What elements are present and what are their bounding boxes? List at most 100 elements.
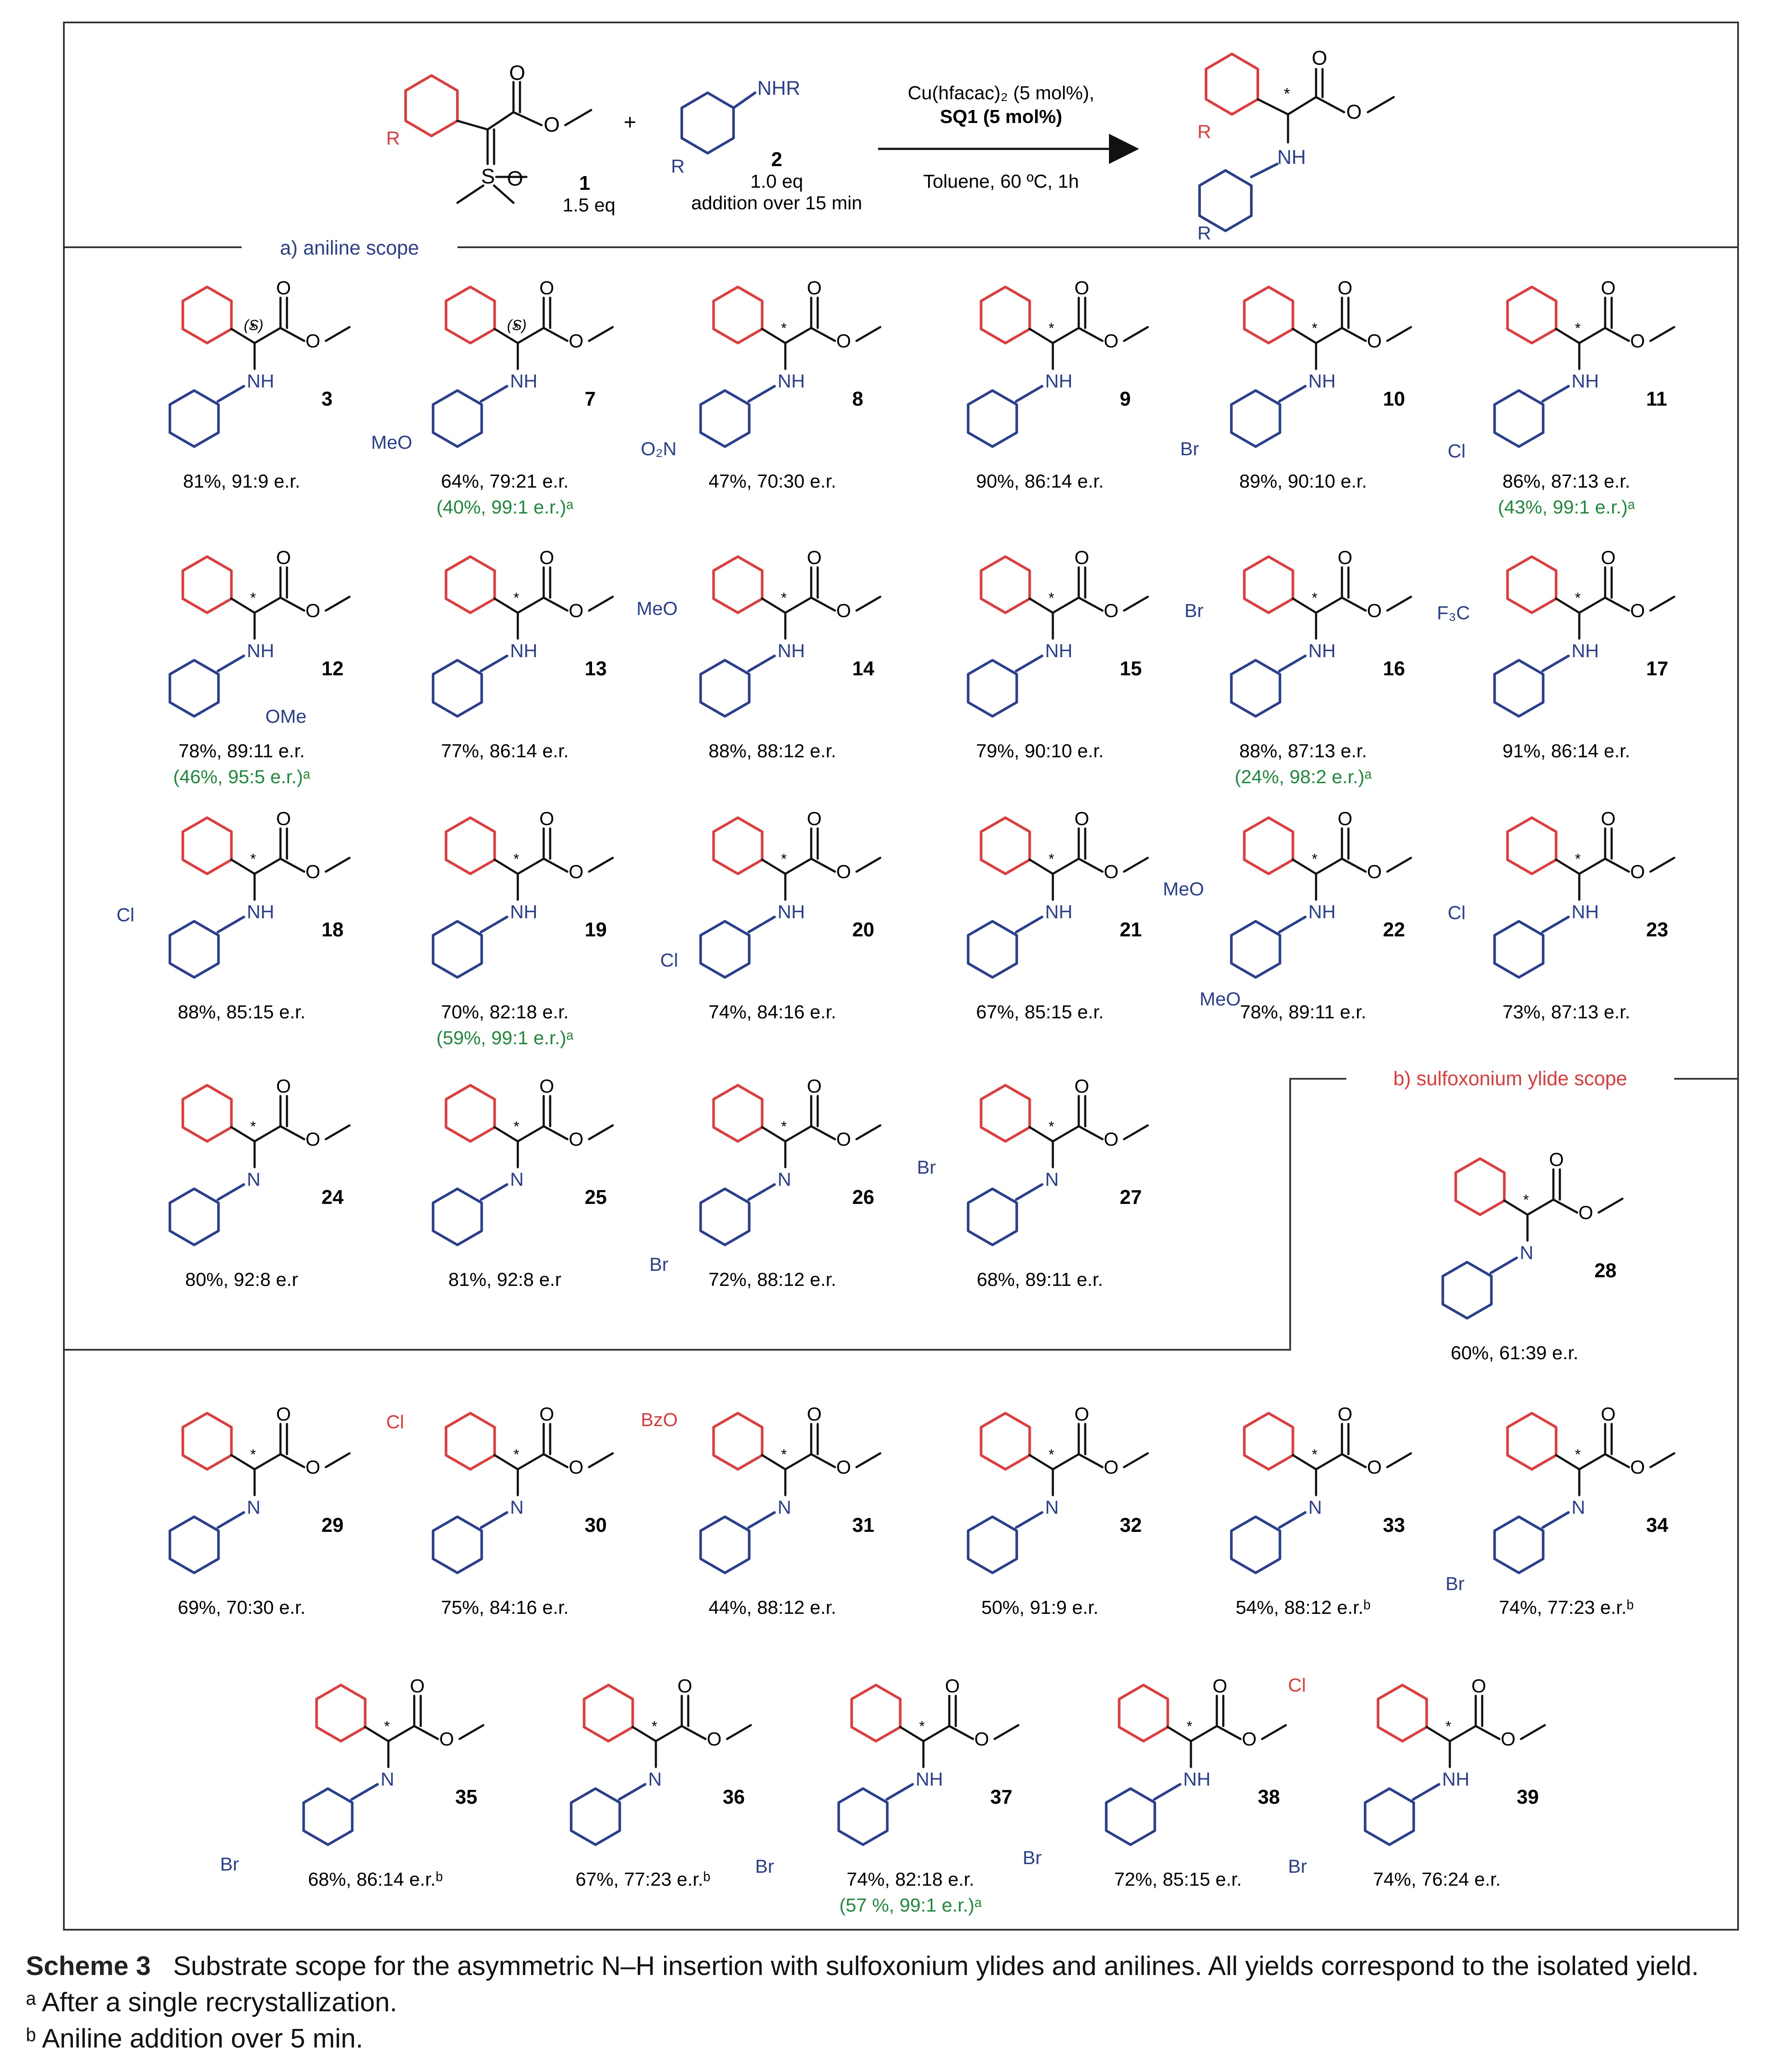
aryl-ring: [712, 816, 764, 875]
bond: [1578, 596, 1606, 614]
condition-catalyst: Cu(hfacac)₂ (5 mol%),: [908, 82, 1095, 104]
aryl-ring: [979, 286, 1031, 344]
aryl-ring: [583, 1684, 634, 1742]
carbonyl-o: O: [1601, 1404, 1616, 1425]
yield-er: 89%, 90:10 e.r.: [1239, 471, 1367, 492]
stereocenter-mark: *: [250, 320, 256, 337]
n-aryl-bond: [1015, 916, 1043, 933]
methyl-bond: [855, 1452, 882, 1468]
amine-label: NH: [1308, 901, 1336, 923]
n-aryl-bond: [480, 916, 508, 933]
bond: [680, 1725, 707, 1740]
compound-number: 10: [1383, 387, 1405, 410]
aryl-ring: [1454, 1157, 1506, 1216]
r1-ester-o: O: [544, 113, 560, 136]
stereocenter-mark: *: [250, 590, 256, 606]
bond: [542, 1125, 569, 1140]
stereocenter-mark: *: [1446, 1718, 1451, 1735]
aniline-ring: [168, 1515, 220, 1574]
carbonyl-o: O: [1601, 547, 1616, 568]
compound-number: 29: [321, 1514, 343, 1536]
amine-label: NH: [1572, 371, 1599, 392]
ester-o: O: [1630, 331, 1645, 352]
ester-o: O: [1501, 1729, 1515, 1750]
yield-er: 47%, 70:30 e.r.: [709, 471, 836, 492]
bond: [1315, 857, 1343, 875]
yield-er: 74%, 77:23 e.r.ᵇ: [1499, 1597, 1634, 1618]
stereocenter-mark: *: [1049, 851, 1054, 867]
n-aryl-bond: [1541, 385, 1570, 403]
n-aryl-bond: [1278, 385, 1307, 403]
compound-number: 31: [852, 1514, 874, 1536]
compound-number: 9: [1120, 387, 1131, 410]
aniline-ring: [1230, 389, 1282, 448]
aryl-ring: [1243, 816, 1294, 875]
product-nh: NH: [1277, 146, 1306, 168]
section-b-label: b) sulfoxonium ylide scope: [1393, 1067, 1627, 1090]
ester-o: O: [1104, 861, 1118, 882]
r1-sulfur: S: [481, 165, 495, 188]
substituent-s16: Br: [1184, 600, 1203, 621]
recrystallized-result: (57 %, 99:1 e.r.)ᵃ: [839, 1895, 982, 1916]
yield-er: 80%, 92:8 e.r: [185, 1269, 298, 1290]
carbonyl-o: O: [539, 1076, 554, 1097]
caption-text: Substrate scope for the asymmetric N–H i…: [173, 1951, 1699, 1981]
n-aryl-bond: [747, 1511, 776, 1529]
bond: [230, 328, 256, 344]
ester-o: O: [836, 331, 851, 352]
amine-label: N: [1520, 1242, 1534, 1263]
bond: [1555, 1454, 1581, 1471]
aniline-ring: [1493, 659, 1545, 718]
bond: [1604, 857, 1630, 873]
ester-o: O: [836, 600, 851, 621]
aniline-ring: [699, 1188, 751, 1246]
substituent-s7: MeO: [371, 432, 412, 453]
bond: [784, 857, 813, 875]
recrystallized-result: (46%, 95:5 e.r.)ᵃ: [173, 766, 310, 788]
n-aryl-bond: [1015, 1511, 1043, 1529]
amine-label: NH: [1308, 371, 1336, 392]
substituent-s26: Br: [649, 1254, 668, 1275]
aniline-ring: [1105, 1787, 1156, 1846]
compound-number: 18: [321, 918, 343, 941]
n-aryl-bond: [1015, 385, 1043, 403]
aniline-ring: [431, 389, 483, 448]
yield-er: 64%, 79:21 e.r.: [441, 471, 569, 492]
reactant-2-eq: 1.0 eq: [750, 171, 803, 192]
methyl-bond: [855, 326, 882, 342]
yield-er: 50%, 91:9 e.r.: [981, 1597, 1099, 1618]
stereocenter-mark: *: [1575, 1446, 1581, 1463]
substituent-s8: O₂N: [641, 438, 677, 460]
bond: [1028, 597, 1054, 614]
substituent-s37: Br: [755, 1856, 774, 1877]
n-aryl-bond: [480, 655, 508, 672]
bond: [784, 327, 813, 344]
recrystallized-result: (59%, 99:1 e.r.)ᵃ: [436, 1027, 573, 1049]
methyl-bond: [855, 857, 882, 873]
yield-er: 72%, 88:12 e.r.: [709, 1269, 836, 1290]
ester-o: O: [1104, 600, 1118, 621]
carbonyl-o: O: [276, 1404, 291, 1425]
bond: [253, 327, 282, 344]
divider-b-scope: [64, 1078, 1346, 1351]
aryl-ring: [444, 816, 496, 875]
stereocenter-mark: *: [1049, 320, 1054, 337]
product-carbonyl-o: O: [1312, 47, 1327, 69]
carbonyl-o: O: [1338, 1404, 1352, 1425]
methyl-bond: [993, 1724, 1020, 1740]
bond: [516, 596, 545, 614]
carbonyl-o: O: [945, 1676, 960, 1697]
ester-o: O: [1367, 331, 1382, 352]
bond: [516, 1125, 545, 1143]
aniline-ring: [302, 1787, 354, 1846]
methyl-bond: [324, 1452, 351, 1468]
bond: [279, 857, 305, 873]
n-aryl-bond: [1153, 1783, 1181, 1801]
stereocenter-mark: *: [1312, 1446, 1317, 1463]
aryl-ring: [1376, 1684, 1428, 1742]
aryl-ring: [181, 555, 233, 614]
